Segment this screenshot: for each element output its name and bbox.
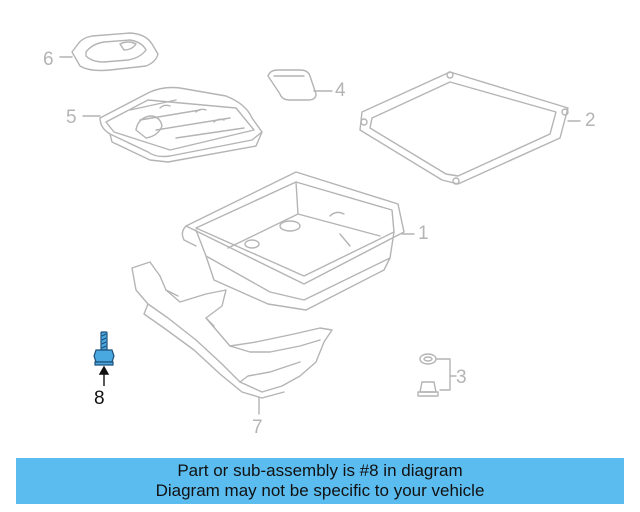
callout-7[interactable]: 7 <box>252 417 263 438</box>
banner-line-part-number: Part or sub-assembly is #8 in diagram <box>177 461 463 480</box>
part-7-shield[interactable] <box>131 261 333 399</box>
callout-5[interactable]: 5 <box>66 107 77 128</box>
banner-line-disclaimer: Diagram may not be specific to your vehi… <box>155 481 485 500</box>
info-banner: Part or sub-assembly is #8 in diagram Di… <box>16 458 624 504</box>
part-8-bolt[interactable] <box>93 331 115 366</box>
part-6-seal[interactable] <box>71 32 159 72</box>
callout-4[interactable]: 4 <box>335 80 346 101</box>
callout-3[interactable]: 3 <box>456 367 467 388</box>
callout-1[interactable]: 1 <box>418 223 429 244</box>
part-1-oil-pan[interactable] <box>181 171 405 311</box>
part-5-filter[interactable] <box>99 86 263 163</box>
parts-diagram <box>59 32 581 415</box>
callout-6[interactable]: 6 <box>43 49 54 70</box>
part-2-gasket[interactable] <box>359 71 569 185</box>
part-3-plug-and-seal[interactable] <box>417 353 439 397</box>
leader-3 <box>435 358 457 391</box>
part-4-plate[interactable] <box>267 69 317 101</box>
callout-8[interactable]: 8 <box>94 388 105 409</box>
leader-8 <box>98 365 110 386</box>
callout-2[interactable]: 2 <box>585 110 596 131</box>
